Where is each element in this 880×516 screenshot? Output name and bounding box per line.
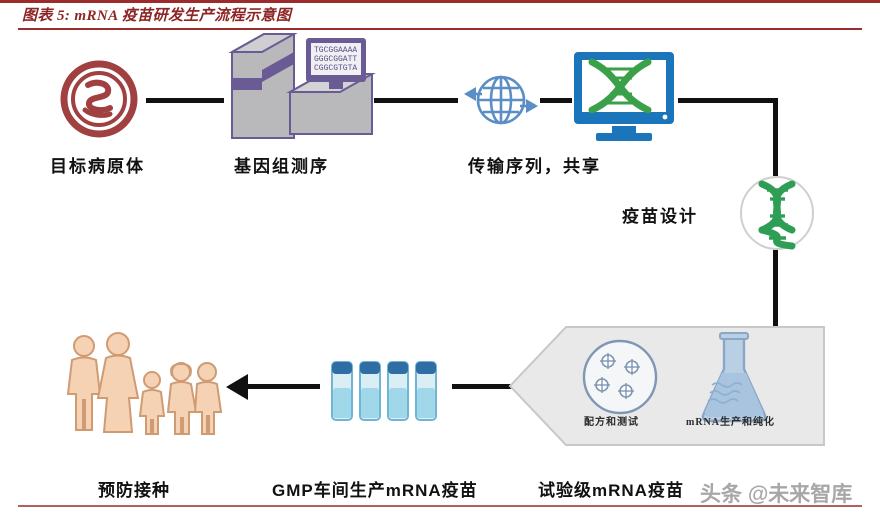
dna-helix-icon bbox=[738, 168, 816, 258]
vaccine-vial-icon bbox=[330, 358, 438, 424]
arrow-to-people bbox=[226, 374, 248, 400]
label-design: 疫苗设计 bbox=[622, 207, 698, 226]
connector-globe-to-monitor bbox=[540, 98, 572, 103]
globe-network-icon bbox=[462, 66, 540, 138]
sequencer-screen-line-3: CGGCGTGTA bbox=[314, 64, 357, 73]
label-vaccinate: 预防接种 bbox=[98, 481, 170, 500]
connector-dna-to-lab bbox=[773, 250, 778, 328]
figure-caption: 图表 5: mRNA 疫苗研发生产流程示意图 bbox=[22, 8, 292, 24]
label-purification: mRNA生产和纯化 bbox=[686, 417, 775, 428]
label-formulation: 配方和测试 bbox=[584, 417, 639, 428]
title-divider bbox=[18, 28, 862, 30]
dna-monitor-icon bbox=[568, 48, 680, 146]
label-gmp: GMP车间生产mRNA疫苗 bbox=[272, 481, 478, 500]
connector-lab-to-vials bbox=[452, 384, 518, 389]
dna-sequencer-icon: TGCGGAAAA GGGCGGATT CGGCGTGTA bbox=[228, 30, 376, 142]
watermark: 头条 @未来智库 bbox=[700, 483, 853, 506]
label-sequencing: 基因组测序 bbox=[234, 157, 329, 176]
label-trial-vaccine: 试验级mRNA疫苗 bbox=[538, 481, 684, 500]
bottom-divider bbox=[18, 505, 862, 507]
connector-sequencer-to-globe bbox=[374, 98, 458, 103]
figure-title-bar bbox=[0, 0, 880, 30]
connector-vials-to-people bbox=[248, 384, 320, 389]
sequencer-screen-line-2: GGGCGGATT bbox=[314, 55, 357, 64]
connector-pathogen-to-sequencer bbox=[146, 98, 224, 103]
virus-icon bbox=[58, 58, 140, 140]
lab-production-block: 配方和测试 mRNA生产和纯化 bbox=[508, 325, 826, 447]
sequencer-screen-line-1: TGCGGAAAA bbox=[314, 46, 357, 55]
people-group-icon bbox=[62, 330, 228, 442]
connector-monitor-to-corner bbox=[678, 98, 778, 103]
connector-corner-to-dna bbox=[773, 98, 778, 176]
label-pathogen: 目标病原体 bbox=[50, 157, 145, 176]
label-transmit: 传输序列，共享 bbox=[468, 157, 601, 176]
